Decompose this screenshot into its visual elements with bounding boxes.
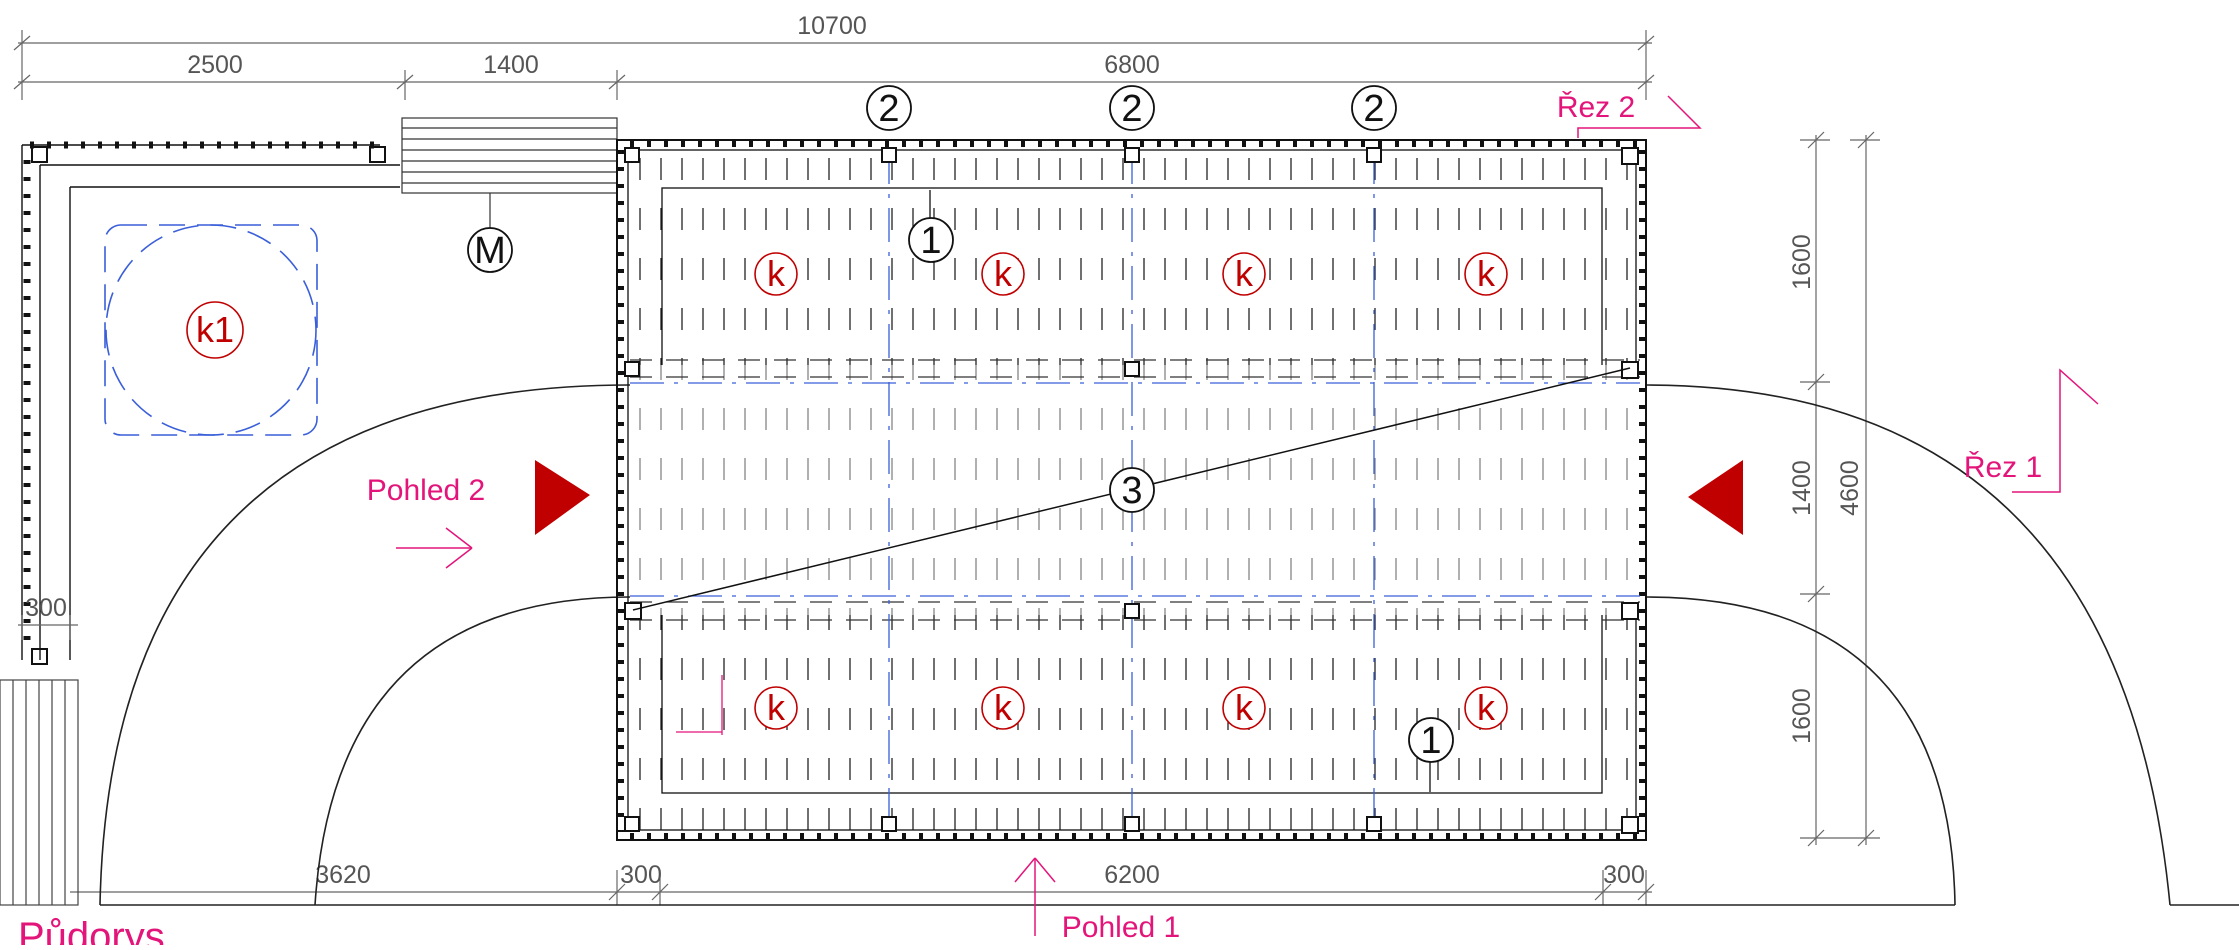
view-triangle-left (535, 460, 590, 535)
pohled-2-label: Pohled 2 (367, 474, 485, 507)
k-marker-4: k (1477, 253, 1496, 294)
dim-side-bottom: 1600 (1788, 688, 1816, 744)
pohled-2-arrow (396, 527, 473, 569)
marker-m-label: M (474, 230, 506, 272)
k-marker-6: k (994, 687, 1013, 728)
entry-stairs (401, 117, 618, 228)
marker-2-a: 2 (878, 88, 899, 130)
dim-bottom-inner: 6200 (1104, 861, 1160, 889)
side-dimension-lines (1800, 131, 1880, 847)
k-marker-1: k (767, 253, 786, 294)
marker-2-group: 2 2 2 (866, 85, 1397, 131)
dim-side-total: 4600 (1836, 460, 1864, 516)
rez-1-mark (2012, 368, 2099, 493)
path-arcs (99, 384, 2239, 906)
pohled-1-label: Pohled 1 (1062, 911, 1180, 944)
bench-slats (0, 679, 79, 906)
marker-1-b: 1 (1420, 720, 1441, 762)
marker-2-c: 2 (1363, 88, 1384, 130)
k-marker-7: k (1235, 687, 1254, 728)
pohled-1-arrow (1014, 857, 1056, 936)
dim-bottom-post-left: 300 (620, 861, 662, 889)
dim-post: 300 (25, 594, 67, 622)
post-dimension (18, 615, 78, 640)
top-dimension-lines (13, 30, 1655, 100)
marker-3: 3 (1109, 467, 1155, 513)
marker-2-b: 2 (1121, 88, 1142, 130)
marker-3-label: 3 (1121, 470, 1142, 512)
dim-side-top: 1600 (1788, 234, 1816, 290)
k-marker-2: k (994, 253, 1013, 294)
dim-side-middle: 1400 (1788, 460, 1816, 516)
dim-bottom-left: 3620 (315, 861, 371, 889)
dim-overall: 10700 (797, 12, 867, 40)
dim-bottom-post-right: 300 (1603, 861, 1645, 889)
view-triangle-right (1688, 460, 1743, 535)
rez-2-label: Řez 2 (1557, 91, 1635, 124)
page-title: Půdorys (18, 915, 165, 945)
marker-1-a: 1 (920, 220, 941, 262)
pink-corner-mark (676, 675, 723, 735)
l-terrace (21, 141, 400, 665)
pergola-posts (624, 147, 1639, 834)
marker-1-group: 1 1 (908, 217, 1454, 763)
k-marker-3: k (1235, 253, 1254, 294)
leader-lines (929, 190, 1431, 792)
marker-k1-label: k1 (196, 309, 234, 350)
blue-axes (630, 150, 1640, 830)
dim-middle: 1400 (483, 51, 539, 79)
dim-left: 2500 (187, 51, 243, 79)
bottom-dimension-lines (70, 870, 1655, 905)
dim-right: 6800 (1104, 51, 1160, 79)
marker-m: M (467, 227, 513, 273)
planting-bed-k1: k1 (104, 224, 318, 436)
k-markers: k k k k k k k k (754, 252, 1508, 730)
k-marker-5: k (767, 687, 786, 728)
rez-2-mark (1577, 95, 1702, 138)
k-marker-8: k (1477, 687, 1496, 728)
rez-1-label: Řez 1 (1964, 451, 2042, 484)
